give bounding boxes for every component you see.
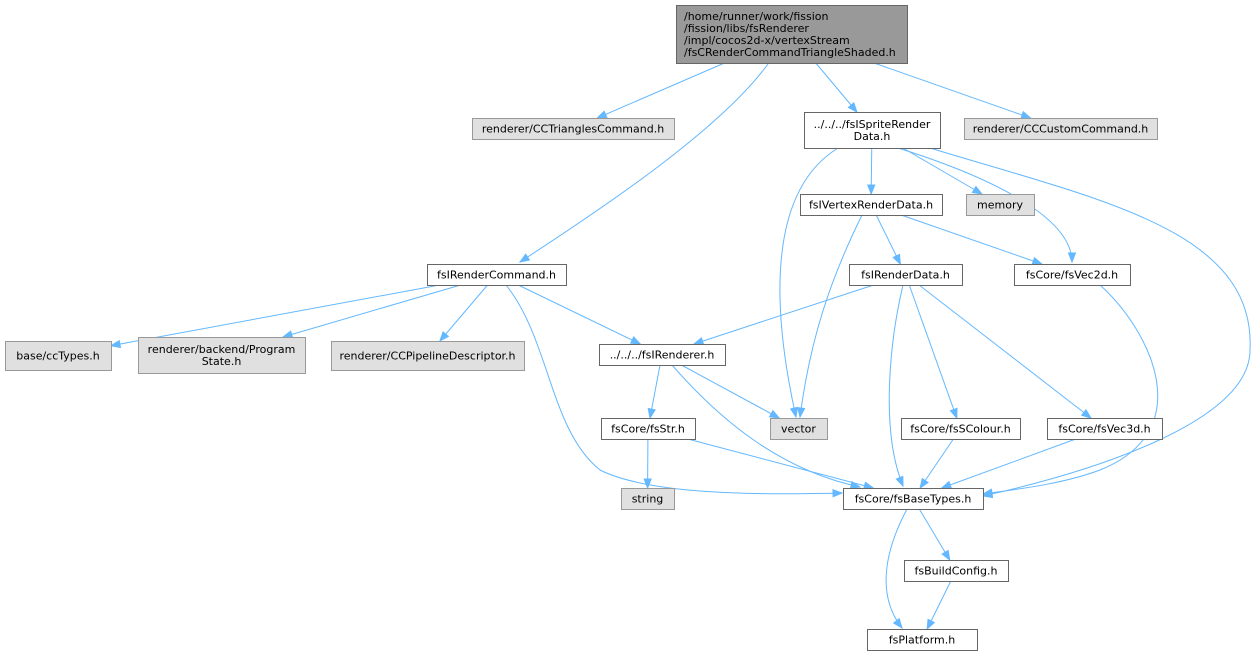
node-vector: vector [770,418,828,440]
node-label: renderer/CCTrianglesCommand.h [482,123,664,136]
node-cctypes: base/ccTypes.h [5,341,112,371]
node-pipeline: renderer/CCPipelineDescriptor.h [331,341,525,371]
node-label: fsIRenderCommand.h [437,269,556,282]
node-label: /home/runner/work/fission [684,10,829,23]
edge-vec3d-to-basetypes [940,438,1076,489]
node-label: memory [977,199,1023,212]
node-vec3d[interactable]: fsCore/fsVec3d.h [1047,418,1163,440]
edge-fsstr-to-basetypes [687,438,875,490]
node-basetypes[interactable]: fsCore/fsBaseTypes.h [843,488,984,510]
node-label: fsCore/fsVec2d.h [1026,269,1118,282]
node-platform[interactable]: fsPlatform.h [867,629,978,651]
edge-root-to-rendercommand [518,63,769,263]
edge-spriterender-to-vector [779,147,839,419]
edge-rendercommand-to-irenderer [518,284,642,345]
node-label: fsCore/fsVec3d.h [1058,423,1150,436]
node-label: renderer/CCPipelineDescriptor.h [339,350,515,363]
edge-fsstr-to-string [643,438,652,490]
node-label: /impl/cocos2d-x/vertexStream [684,34,850,47]
node-vertexrender[interactable]: fsIVertexRenderData.h [800,194,943,216]
edge-vertexrender-to-vec2d [900,214,1044,265]
edge-vertexrender-to-vector [797,214,863,419]
node-label: State.h [202,355,242,368]
node-label: fsCore/fsStr.h [611,423,685,436]
node-layer: /home/runner/work/fission/fission/libs/f… [5,5,1163,651]
node-rendercommand[interactable]: fsIRenderCommand.h [427,264,567,286]
node-label: fsCore/fsSColour.h [910,423,1011,436]
node-label: base/ccTypes.h [16,350,100,363]
edge-rendercommand-to-programstate [281,284,461,339]
edge-spriterender-to-memory [902,147,984,195]
edge-vertexrender-to-renderdata [875,214,901,266]
node-string: string [621,488,675,510]
edge-root-to-cctriangles [596,62,725,119]
node-label: ../../../fsIRenderer.h [610,349,715,362]
edge-renderdata-to-scolour [908,284,958,420]
node-label: renderer/CCCustomCommand.h [973,123,1149,136]
node-label: fsBuildConfig.h [915,565,998,578]
edge-renderdata-to-irenderer [692,284,874,346]
node-label: /fsCRenderCommandTriangleShaded.h [684,46,896,59]
edge-layer [109,62,1251,631]
node-fsstr[interactable]: fsCore/fsStr.h [601,418,696,440]
node-root: /home/runner/work/fission/fission/libs/f… [676,5,908,64]
node-vec2d[interactable]: fsCore/fsVec2d.h [1014,264,1131,286]
node-label: renderer/backend/Program [148,343,296,356]
node-cccustom: renderer/CCCustomCommand.h [964,118,1158,140]
node-scolour[interactable]: fsCore/fsSColour.h [901,418,1021,440]
node-label: fsIRenderData.h [861,269,950,282]
node-label: vector [781,423,816,436]
node-irenderer[interactable]: ../../../fsIRenderer.h [599,344,726,366]
edge-root-to-spriterender [815,62,858,114]
node-label: /fission/libs/fsRenderer [684,22,809,35]
edge-irenderer-to-vector [681,364,781,419]
node-label: Data.h [854,130,891,143]
node-memory: memory [966,194,1035,216]
edge-basetypes-to-platform [885,508,908,630]
edge-basetypes-to-buildconfig [918,508,951,562]
edge-vec2d-to-basetypes [981,284,1159,497]
node-buildconfig[interactable]: fsBuildConfig.h [904,560,1009,582]
node-renderdata[interactable]: fsIRenderData.h [849,264,963,286]
node-label: fsIVertexRenderData.h [809,199,933,212]
edge-rendercommand-to-pipeline [438,284,488,343]
edge-renderdata-to-vec3d [918,284,1093,419]
edge-rendercommand-to-cctypes [109,284,440,349]
node-label: string [632,493,664,506]
node-label: fsPlatform.h [889,634,955,647]
edge-root-to-cccustom [873,62,1032,119]
node-label: ../../../fsISpriteRender [814,118,931,131]
node-cctriangles: renderer/CCTrianglesCommand.h [472,118,675,140]
edge-irenderer-to-basetypes [671,364,862,490]
edge-buildconfig-to-platform [926,580,952,631]
edge-irenderer-to-fsstr [647,364,661,420]
edge-renderdata-to-basetypes [888,284,904,488]
edge-rendercommand-to-basetypes [505,284,844,498]
node-label: fsCore/fsBaseTypes.h [855,493,972,506]
edge-spriterender-to-vertexrender [867,147,876,196]
edge-scolour-to-basetypes [919,438,954,490]
